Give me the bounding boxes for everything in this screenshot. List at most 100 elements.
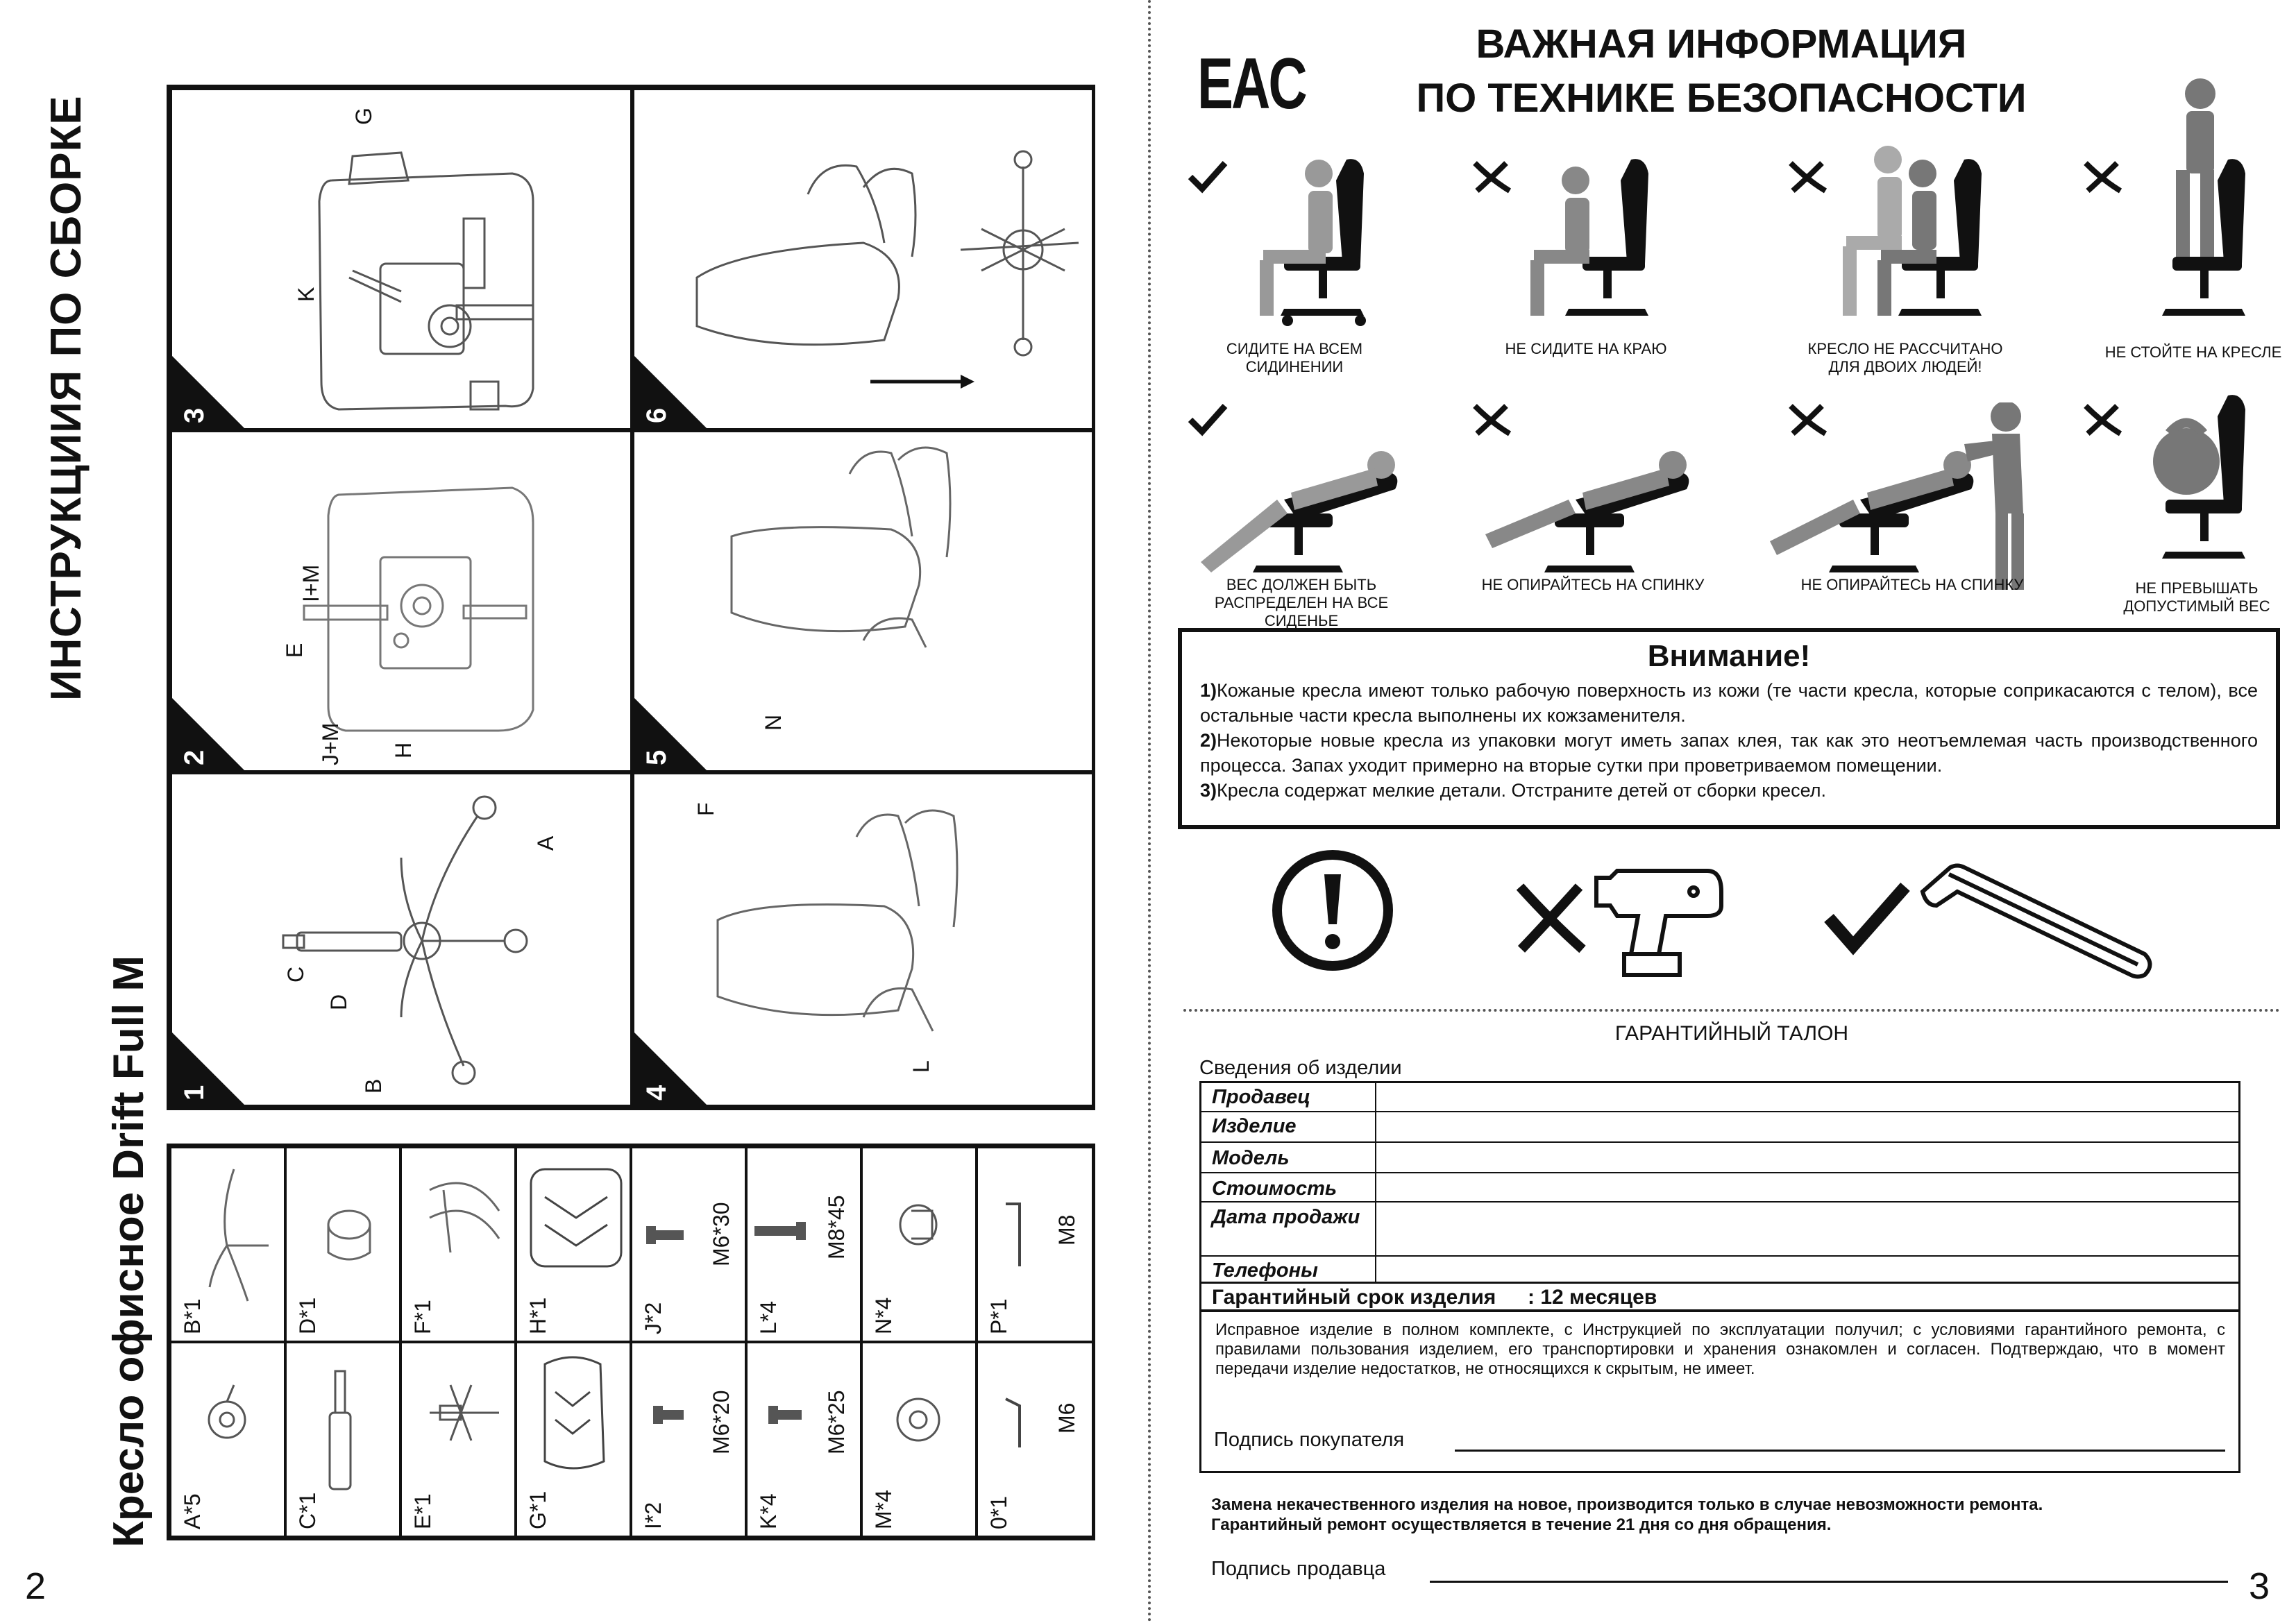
check-icon — [1824, 883, 1910, 955]
part-cell-c: C*1 — [285, 1342, 400, 1537]
part-j-spec: M6*30 — [709, 1202, 734, 1267]
part-cell-i: I*2 M6*20 — [631, 1342, 746, 1537]
phones-input[interactable] — [1378, 1258, 2238, 1282]
field-sale-date: Дата продажи — [1212, 1206, 1360, 1228]
part-p-code: P*1 — [986, 1298, 1011, 1334]
part-cell-k: K*4 M6*25 — [746, 1342, 861, 1537]
warranty-period-label: Гарантийный срок изделия — [1212, 1286, 1496, 1309]
side-title: ИНСТРУКЦИИЯ ПО СБОРКЕ — [42, 95, 90, 701]
chair-weight-icon — [2153, 395, 2245, 559]
step-2-number: 2 — [179, 749, 210, 765]
safety-title-line1: ВАЖНАЯ ИНФОРМАЦИЯ — [1476, 22, 1967, 67]
part-h-icon — [530, 1168, 623, 1268]
check-icon — [1188, 161, 1228, 194]
step-3-label-g: G — [351, 108, 376, 125]
part-a-icon — [208, 1384, 246, 1439]
cut-line — [1183, 1009, 2280, 1012]
caption-edge: НЕ СИДИТЕ НА КРАЮ — [1505, 340, 1667, 357]
step-4-illustration — [716, 809, 959, 1032]
part-k-spec: M6*25 — [824, 1390, 849, 1455]
page-divider — [1148, 0, 1151, 1623]
caption-two-people: КРЕСЛО НЕ РАССЧИТАНО ДЛЯ ДВОИХ ЛЮДЕЙ! — [1807, 340, 2003, 375]
part-cell-e: E*1 — [400, 1342, 516, 1537]
part-i-code: I*2 — [641, 1502, 666, 1529]
step-3-illustration — [318, 151, 534, 411]
part-cell-a: A*5 — [170, 1342, 285, 1537]
warranty-statement-box: Исправное изделие в полном комплекте, с … — [1199, 1310, 2240, 1473]
step-2-badge — [172, 698, 244, 770]
caption-no-lean-2: НЕ ОПИРАЙТЕСЬ НА СПИНКУ — [1800, 576, 2024, 593]
parts-table: B*1 D*1 F*1 H*1 J*2 M6*30 L*4 M8*45 N*4 … — [167, 1144, 1095, 1540]
sale-date-input[interactable] — [1378, 1204, 2238, 1254]
step-4-badge — [634, 1033, 707, 1105]
part-cell-m: M*4 — [861, 1342, 977, 1537]
cross-icon — [1473, 161, 1512, 194]
chair-recline-lean-icon — [1485, 451, 1689, 572]
part-cell-j: J*2 M6*30 — [631, 1147, 746, 1342]
step-3-label-k: K — [294, 287, 319, 302]
step-5-label-n: N — [761, 714, 786, 731]
chair-sitting-full-icon — [1260, 159, 1366, 326]
step-1-label-d: D — [326, 994, 351, 1010]
step-5-illustration — [730, 446, 952, 648]
part-0-spec: M6 — [1054, 1402, 1079, 1434]
seller-signature-line[interactable] — [1430, 1581, 2228, 1583]
part-p-spec: M8 — [1054, 1214, 1079, 1246]
field-seller: Продавец — [1212, 1086, 1310, 1108]
buyer-signature-label: Подпись покупателя — [1214, 1429, 1405, 1451]
safety-row-2: ВЕС ДОЛЖЕН БЫТЬ РАСПРЕДЕЛЕН НА ВСЕ СИДЕН… — [1180, 389, 2277, 629]
part-cell-d: D*1 — [285, 1147, 400, 1342]
caption-no-lean-1: НЕ ОПИРАЙТЕСЬ НА СПИНКУ — [1481, 576, 1705, 593]
step-6-illustration — [695, 150, 1079, 389]
step-2-label-e: E — [282, 643, 307, 658]
part-j-code: J*2 — [641, 1302, 666, 1334]
check-icon — [1188, 404, 1228, 436]
part-j-icon — [646, 1226, 684, 1244]
buyer-signature-line[interactable] — [1455, 1450, 2225, 1452]
part-n-code: N*4 — [871, 1297, 896, 1334]
warranty-period-value: : 12 месяцев — [1528, 1286, 1657, 1309]
price-input[interactable] — [1378, 1175, 2238, 1200]
field-product: Изделие — [1212, 1115, 1297, 1137]
step-3-panel: G K 3 — [170, 88, 632, 430]
part-h-code: H*1 — [525, 1297, 550, 1334]
model-input[interactable] — [1378, 1144, 2238, 1171]
part-m-code: M*4 — [871, 1490, 896, 1529]
part-a-code: A*5 — [180, 1493, 205, 1529]
part-b-code: B*1 — [180, 1298, 205, 1334]
cross-icon — [1789, 161, 1827, 194]
step-1-illustration — [282, 795, 528, 1085]
field-model: Модель — [1212, 1147, 1290, 1169]
warranty-period-row: Гарантийный срок изделия : 12 месяцев — [1199, 1284, 2240, 1311]
caption-weight-distributed: ВЕС ДОЛЖЕН БЫТЬ РАСПРЕДЕЛЕН НА ВСЕ СИДЕН… — [1214, 576, 1389, 629]
part-cell-g: G*1 — [516, 1342, 631, 1537]
part-f-icon — [429, 1182, 500, 1253]
part-cell-l: L*4 M8*45 — [746, 1147, 861, 1342]
step-2-label-h: H — [391, 742, 416, 758]
step-6-panel: 6 — [632, 88, 1095, 430]
part-l-icon — [754, 1222, 806, 1240]
part-d-code: D*1 — [295, 1297, 320, 1334]
part-c-icon — [328, 1370, 352, 1490]
cross-icon — [2084, 404, 2122, 436]
part-c-code: C*1 — [295, 1492, 320, 1529]
caption-standing: НЕ СТОЙТЕ НА КРЕСЛЕ — [2104, 343, 2282, 361]
part-e-icon — [430, 1384, 499, 1441]
part-0-icon — [1005, 1397, 1021, 1447]
assembly-steps-grid: G K 3 6 — [167, 85, 1095, 1110]
step-6-number: 6 — [641, 407, 672, 423]
product-input[interactable] — [1378, 1114, 2238, 1140]
part-l-spec: M8*45 — [824, 1195, 849, 1260]
step-2-illustration — [303, 486, 534, 732]
part-cell-h: H*1 — [516, 1147, 631, 1342]
step-4-number: 4 — [641, 1085, 672, 1101]
part-d-icon — [327, 1209, 371, 1261]
part-f-code: F*1 — [410, 1300, 435, 1334]
step-5-panel: N 5 — [632, 430, 1095, 772]
attention-item-1: 1)Кожаные кресла имеют только рабочую по… — [1200, 680, 2258, 726]
chair-recline-push-icon — [1770, 402, 2024, 590]
footnote-2: Гарантийный ремонт осуществляется в тече… — [1211, 1515, 1832, 1534]
seller-input[interactable] — [1378, 1085, 2238, 1110]
part-n-icon — [899, 1204, 938, 1246]
part-cell-0: 0*1 M6 — [977, 1342, 1095, 1537]
